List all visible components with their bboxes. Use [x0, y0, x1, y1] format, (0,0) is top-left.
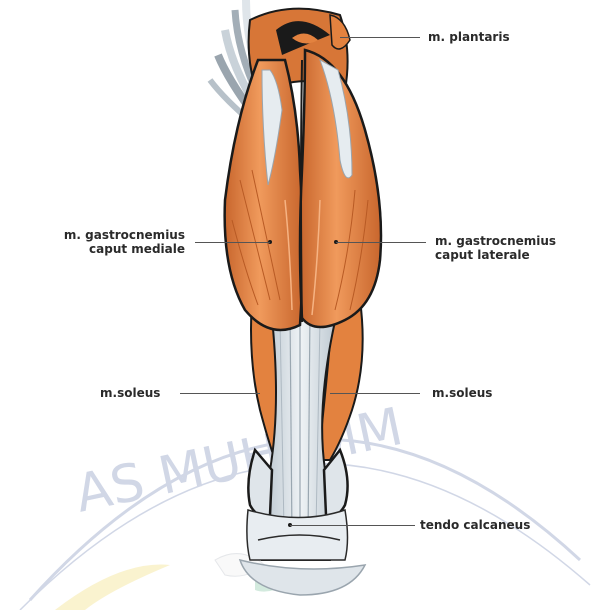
gastrocnemius-medial-head	[225, 60, 303, 330]
label-gastro-lateral-line1: m. gastrocnemius	[435, 234, 556, 248]
label-gastrocnemius-lateral: m. gastrocnemius caput laterale	[435, 234, 556, 262]
label-gastrocnemius-medial: m. gastrocnemius caput mediale	[10, 228, 185, 256]
leader-calcaneus	[290, 525, 415, 526]
label-gastro-medial-line1: m. gastrocnemius	[10, 228, 185, 242]
label-soleus-right: m.soleus	[432, 386, 492, 400]
leader-soleus-right	[330, 393, 420, 394]
label-soleus-left: m.soleus	[100, 386, 160, 400]
label-plantaris: m. plantaris	[428, 30, 510, 44]
label-tendo-calcaneus: tendo calcaneus	[420, 518, 530, 532]
central-groove	[301, 60, 302, 322]
leader-gastro-lateral	[336, 242, 426, 243]
leader-plantaris	[340, 37, 420, 38]
gastrocnemius-lateral-head	[300, 50, 381, 327]
label-gastro-lateral-line2: caput laterale	[435, 248, 556, 262]
leader-gastro-medial	[195, 242, 270, 243]
leader-soleus-left	[180, 393, 260, 394]
label-gastro-medial-line2: caput mediale	[10, 242, 185, 256]
watermark-text: AS MUHAMM	[70, 397, 408, 525]
